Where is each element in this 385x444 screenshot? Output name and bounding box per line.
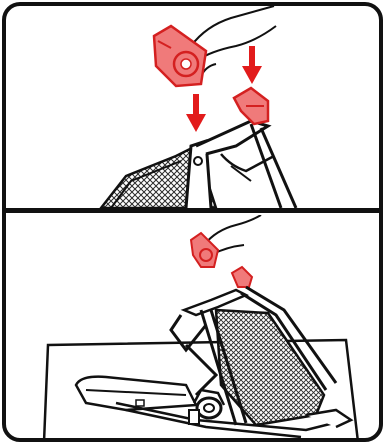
clip-icon: [191, 233, 218, 267]
panel-step-1: [6, 6, 379, 209]
clip-icon: [232, 267, 252, 287]
step-2-illustration: [6, 215, 379, 442]
arrow-down-icon: [186, 94, 206, 132]
frame-icon: [101, 121, 296, 208]
panel-step-2: [6, 215, 379, 442]
panel-divider: [6, 208, 379, 213]
step-1-illustration: [6, 6, 379, 209]
arrow-down-icon: [242, 46, 262, 84]
clip-icon: [234, 88, 268, 124]
clip-icon: [154, 26, 206, 86]
